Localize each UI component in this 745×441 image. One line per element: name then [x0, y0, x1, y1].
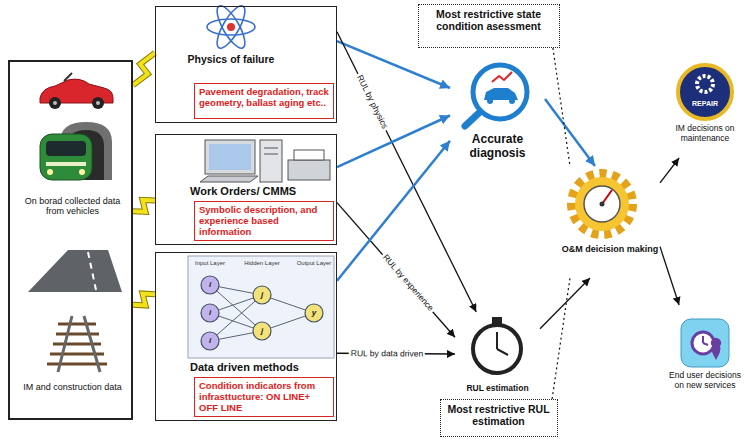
data-source-panel: On borad collected data from vehicles IM …	[8, 60, 133, 420]
rail-icon	[47, 316, 107, 372]
edge-label: RUL by experience	[379, 252, 436, 315]
diagnosis-icon	[465, 65, 527, 126]
lightning-outline	[133, 294, 155, 306]
node-text: IM decisions on maintenance	[668, 124, 742, 144]
lightning-link	[133, 200, 155, 212]
layer-name: Input Layer	[195, 260, 225, 267]
method-note-box: Condition indicators from infrasttucture…	[194, 377, 334, 417]
service-app-icon	[681, 319, 729, 367]
node-text: On borad collected data from vehicles	[16, 196, 129, 217]
neuron-symbol: j	[261, 327, 263, 336]
train-icon	[40, 122, 112, 180]
diagnosis-node: Accurate diagnosis	[450, 55, 545, 165]
arrow-connector	[545, 99, 595, 166]
method-note-box: Pavement degradation, track geometry, ba…	[194, 83, 334, 119]
arrow-connector	[337, 32, 476, 312]
computer-icon	[200, 140, 330, 182]
note-box: Most restrictive RUL estimation	[440, 399, 558, 437]
edge-label: RUL by data driven	[348, 349, 425, 359]
neuron-symbol: i	[209, 281, 211, 290]
badge-text: REPAIR	[692, 100, 718, 108]
neuron-symbol: y	[312, 309, 316, 318]
node-text: Work Orders/ CMMS	[190, 185, 330, 198]
method-box: Physics of failurePavement degradation, …	[155, 6, 337, 123]
node-text: Accurate diagnosis	[450, 133, 545, 161]
neural-network-figure	[188, 256, 334, 358]
dotted-link	[552, 278, 570, 399]
node-text: Pavement degradation, track geometry, ba…	[199, 87, 329, 109]
node-text: Condition indicators from infrasttucture…	[199, 381, 329, 414]
atom-icon	[207, 2, 255, 52]
neuron-symbol: j	[261, 291, 263, 300]
dotted-link	[553, 48, 570, 166]
lightning-outline	[133, 200, 155, 212]
outcome-node: IM decisions on maintenance	[668, 60, 742, 158]
node-text: Most restrictive RUL estimation	[445, 403, 552, 427]
arrow-connector	[337, 203, 455, 338]
lightning-outline	[133, 53, 155, 85]
arrow-connector	[660, 158, 679, 183]
bolt-outlines	[133, 53, 155, 306]
outcome-node: End user decisions on new services	[668, 305, 742, 417]
method-box: Data driven methodsCondition indicators …	[155, 252, 337, 421]
lightning-link	[133, 294, 155, 306]
node-text: Physics of failure	[186, 53, 276, 65]
decision-gear-icon	[572, 174, 632, 234]
neuron-symbol: i	[209, 309, 211, 318]
node-text: Data driven methods	[190, 361, 330, 374]
node-text: O&M deicision making	[560, 244, 660, 254]
rul-node: RUL estimation	[455, 312, 540, 396]
node-text: Most restrictive state condition asessme…	[423, 8, 554, 32]
stopwatch-icon	[473, 317, 521, 373]
arrow-connector	[660, 247, 679, 305]
lightning-link	[133, 53, 155, 85]
arrow-connector	[540, 278, 590, 329]
method-note-box: Symbolic description, and experience bas…	[194, 201, 334, 241]
road-icon	[28, 250, 122, 292]
neuron-symbol: i	[209, 337, 211, 346]
note-box: Most restrictive state condition asessme…	[418, 4, 560, 48]
node-text: IM and construction data	[16, 382, 129, 392]
method-box: Work Orders/ CMMS Symbolic description, a…	[155, 134, 337, 245]
edge-label: RUL by physics	[354, 72, 390, 132]
repair-badge-icon	[678, 65, 732, 119]
decision-node: O&M deicision making	[560, 166, 660, 278]
car-icon	[40, 73, 113, 109]
node-text: RUL estimation	[455, 384, 540, 394]
layer-name: Hidden Layer	[244, 260, 280, 267]
arrow-connector	[337, 116, 450, 168]
node-text: Symbolic description, and experience bas…	[199, 205, 329, 238]
layer-name: Output Layer	[297, 260, 332, 267]
node-text: End user decisions on new services	[668, 371, 742, 391]
